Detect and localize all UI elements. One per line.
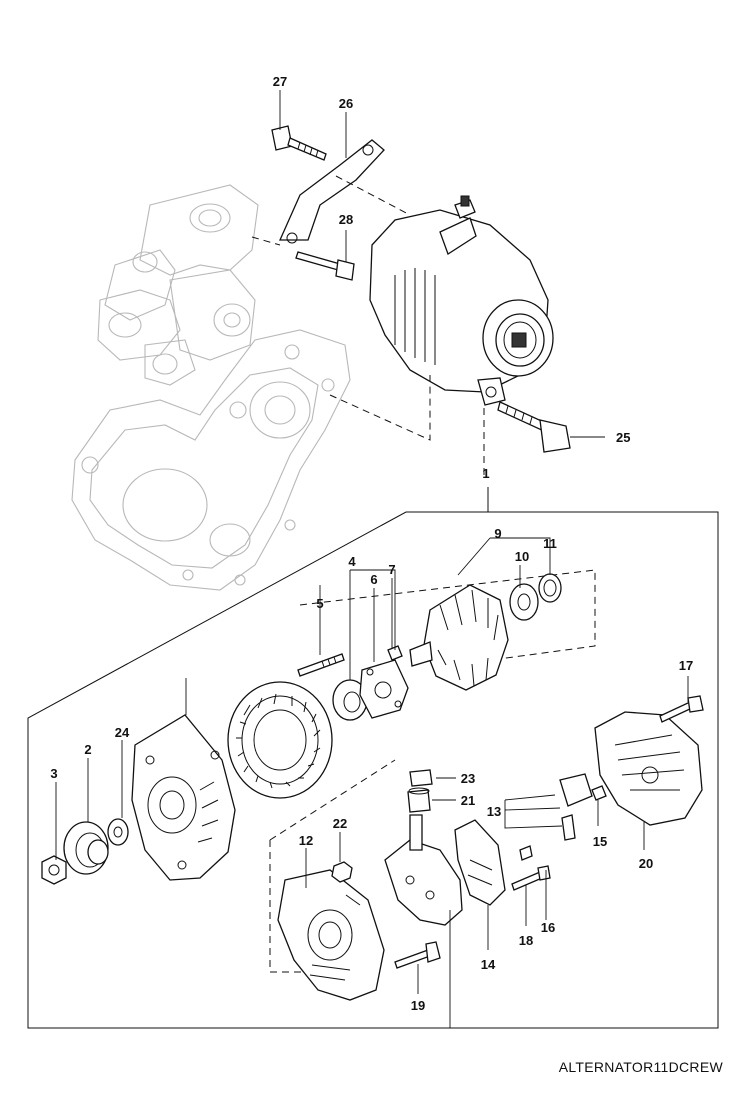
rear-housing-12 [277, 869, 385, 1001]
callout-19: 19 [411, 998, 425, 1013]
rotor-9 [409, 584, 509, 691]
callout-13: 13 [487, 804, 501, 819]
timing-cover-ghost [71, 329, 351, 591]
callout-17: 17 [679, 658, 693, 673]
callout-15: 15 [593, 834, 607, 849]
nut-3 [41, 855, 67, 885]
nut-22 [331, 861, 353, 883]
brush-holder-13 [559, 773, 593, 841]
callout-3: 3 [50, 766, 57, 781]
bearing-10 [509, 583, 539, 621]
plate-6 [359, 659, 409, 719]
rear-cover-20 [594, 711, 703, 826]
cap-23 [409, 769, 433, 787]
callout-11: 11 [543, 536, 557, 551]
leader-lines [55, 90, 689, 1028]
bolt-27 [271, 125, 327, 161]
screw-15 [591, 785, 607, 801]
callout-24: 24 [115, 725, 130, 740]
callout-20: 20 [639, 856, 653, 871]
callout-5: 5 [316, 596, 323, 611]
rotor-group-dash [299, 569, 596, 669]
callout-9: 9 [494, 526, 501, 541]
callout-6: 6 [370, 572, 377, 587]
rectifier [384, 814, 463, 926]
pulley-2 [63, 821, 109, 875]
callout-2: 2 [84, 742, 91, 757]
callout-4: 4 [348, 554, 356, 569]
callout-25: 25 [616, 430, 630, 445]
bolt-18 [511, 865, 551, 891]
callout-27: 27 [273, 74, 287, 89]
callout-12: 12 [299, 833, 313, 848]
bolt-17 [659, 695, 704, 723]
callout-28: 28 [339, 212, 353, 227]
exploded-kit-frame [27, 487, 719, 1029]
spacer-24 [107, 818, 129, 846]
regulator-14 [454, 819, 506, 906]
alternator-assembly [369, 195, 554, 406]
bracket-26 [278, 139, 385, 244]
callout-7: 7 [388, 562, 395, 577]
stud-5 [297, 653, 345, 677]
callout-26: 26 [339, 96, 353, 111]
bolt-25 [497, 401, 571, 453]
callout-10: 10 [515, 549, 529, 564]
callout-18: 18 [519, 933, 533, 948]
bolt-16 [519, 845, 533, 861]
assembly-path-top [251, 175, 485, 480]
stator [227, 681, 333, 799]
callout-23: 23 [461, 771, 475, 786]
drive-end-housing [131, 714, 236, 881]
callout-1: 1 [482, 466, 489, 481]
bolt-28 [295, 251, 355, 281]
callout-21: 21 [461, 793, 475, 808]
bolt-19 [394, 941, 441, 969]
callout-14: 14 [481, 957, 496, 972]
callout-22: 22 [333, 816, 347, 831]
callout-16: 16 [541, 920, 555, 935]
diagram-code-caption: ALTERNATOR11DCREW [558, 1059, 723, 1075]
insulator-21 [407, 787, 431, 813]
ring-11 [538, 573, 562, 603]
engine-block-ghost [97, 184, 259, 386]
